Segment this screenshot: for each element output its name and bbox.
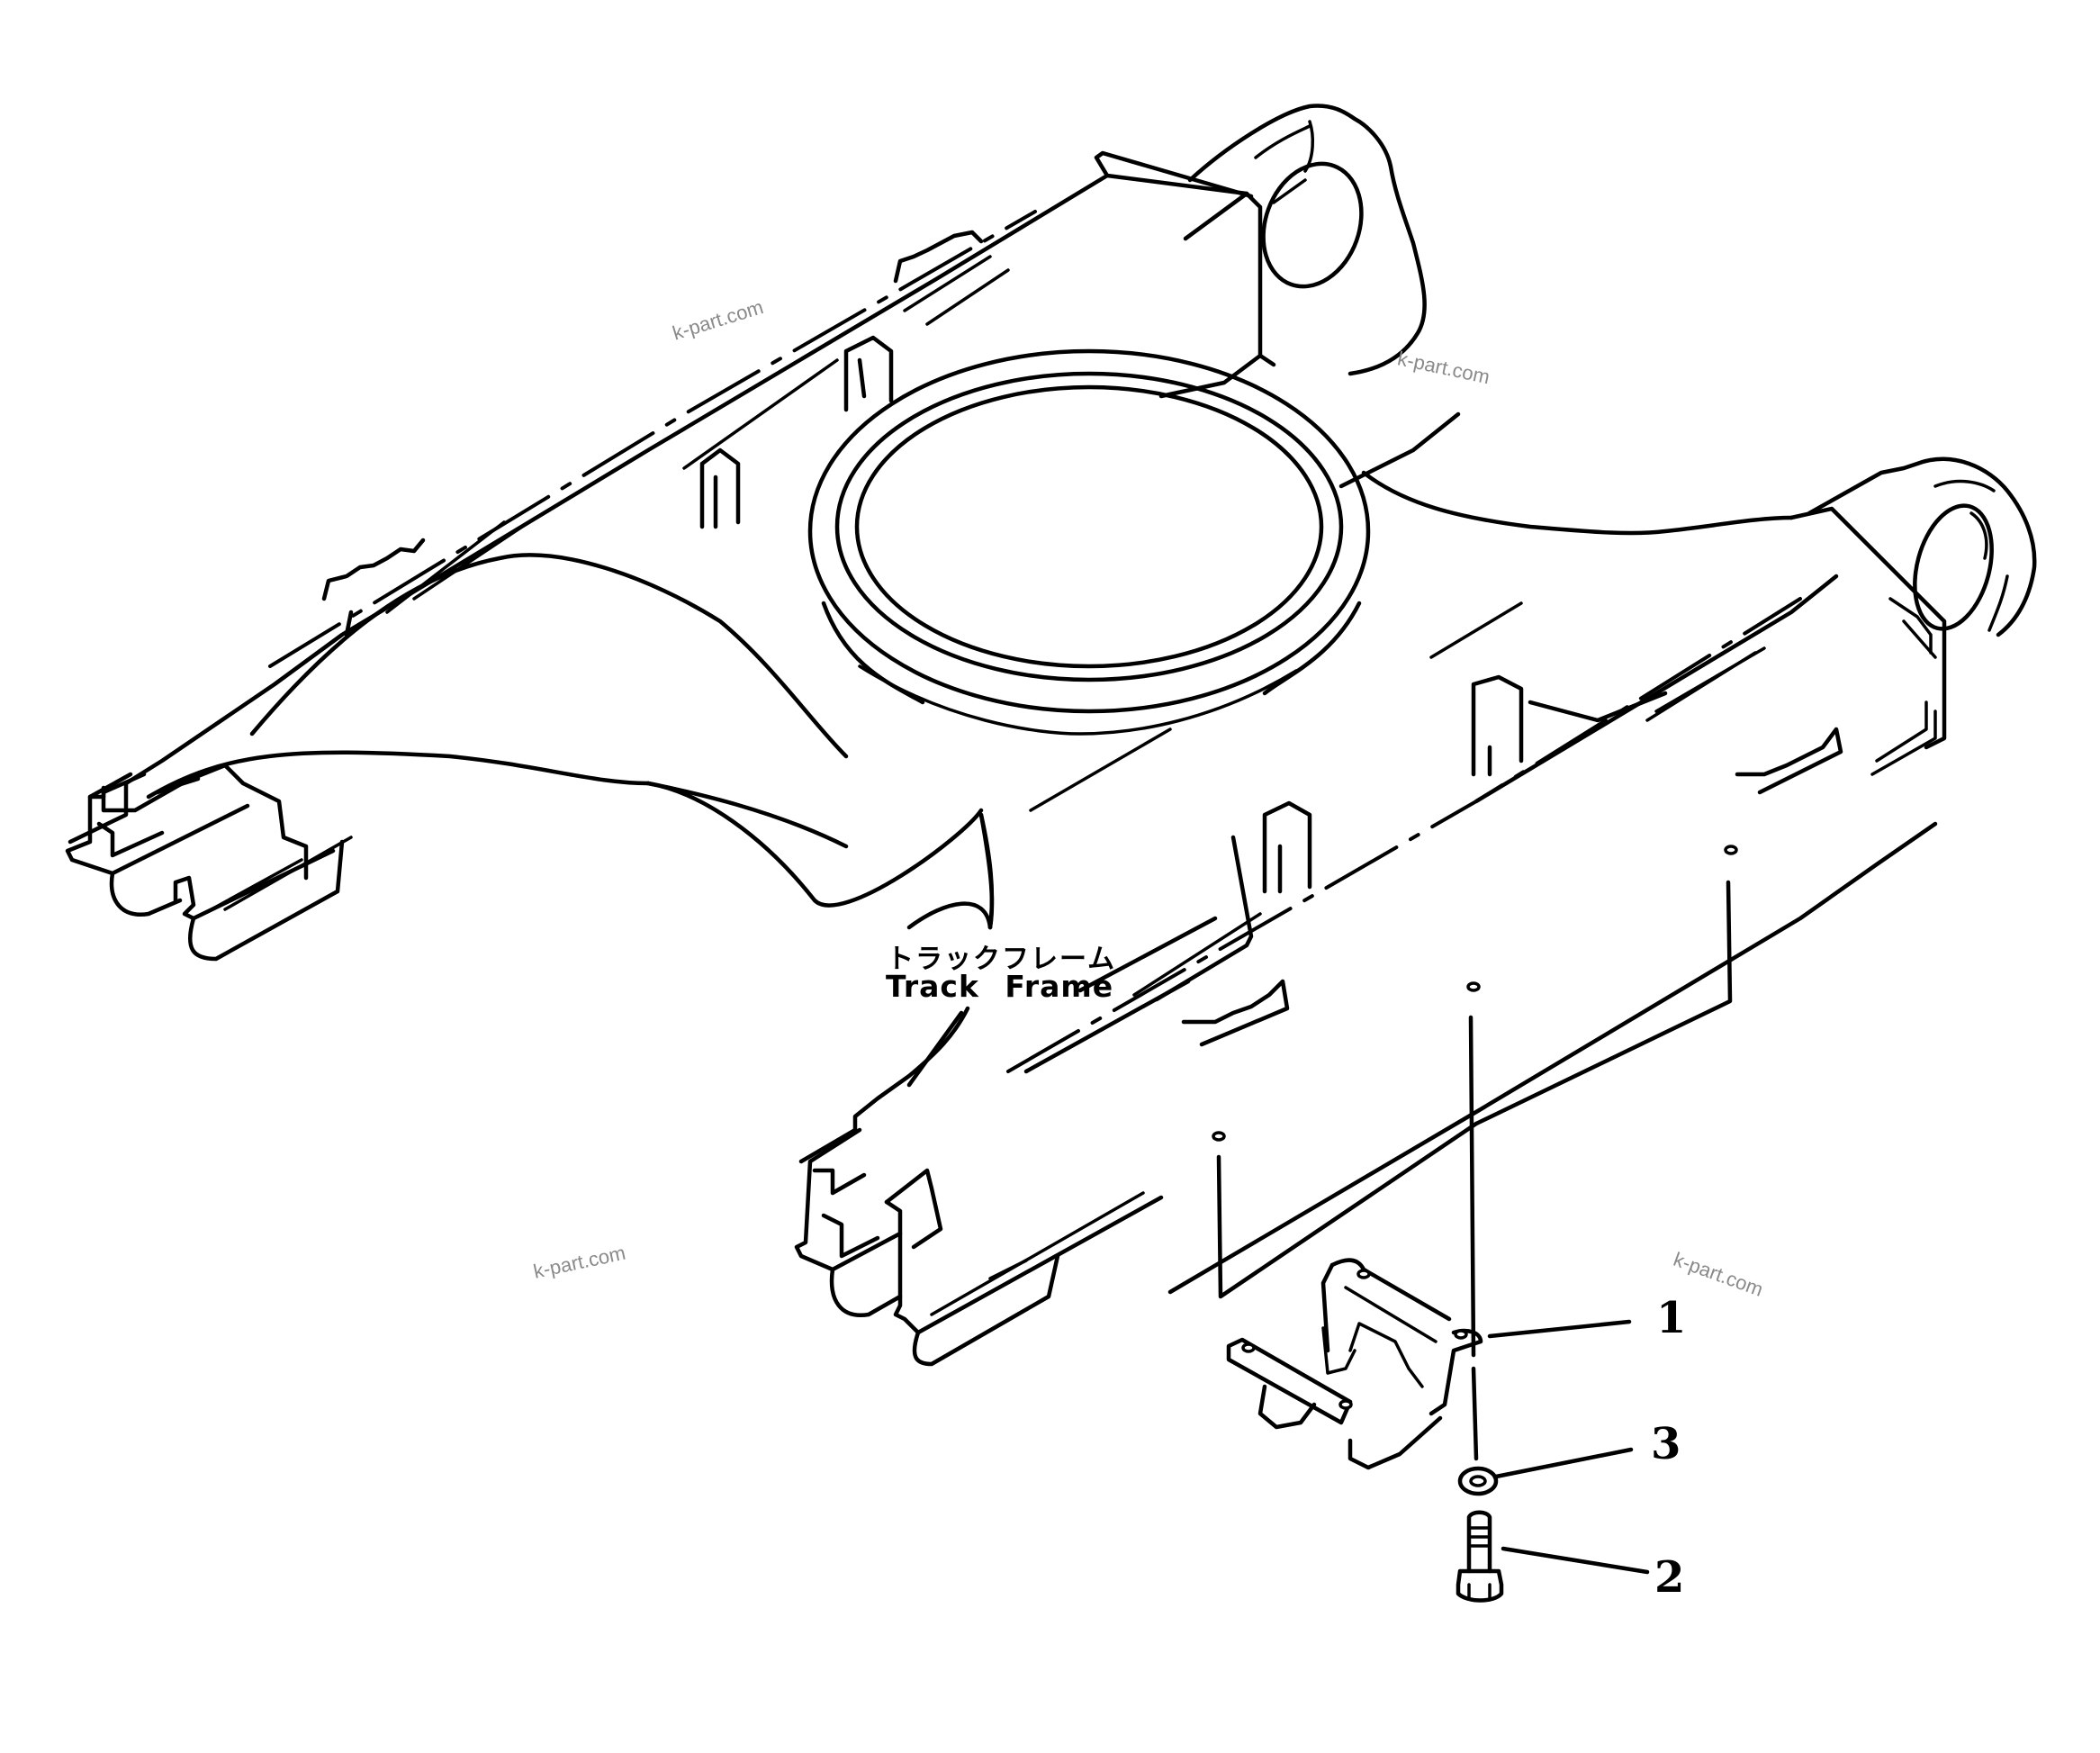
mount-hole: [1466, 981, 1481, 992]
callout-3-leader: [1493, 1447, 1634, 1479]
part-1-bracket: [1226, 1258, 1483, 1470]
assembly-axis-line-lower: [1471, 1366, 1479, 1461]
rear-frame-end: [65, 763, 353, 962]
part-3-washer: [1457, 1466, 1499, 1496]
track-frame-label-jp: トラックフレーム: [887, 944, 1117, 975]
callout-1: 1: [1656, 1293, 1687, 1343]
mount-hole: [1212, 1131, 1226, 1142]
assembly-axis-line: [1468, 1015, 1476, 1358]
callout-1-leader: [1487, 1319, 1632, 1339]
track-frame-label-en: Track Frame: [886, 969, 1114, 1004]
track-frame-body: [68, 104, 2037, 1295]
part-2-bolt: [1456, 1510, 1504, 1603]
mounting-surface: [1212, 845, 1738, 1299]
callout-2-leader: [1501, 1546, 1650, 1575]
front-frame-end: [794, 1127, 1164, 1367]
mount-hole: [1724, 845, 1738, 855]
callout-3: 3: [1651, 1419, 1681, 1469]
roller-posts: [321, 230, 1843, 1047]
callout-2: 2: [1654, 1552, 1685, 1603]
swing-circle-ring: [807, 348, 1371, 736]
label-leader-lower: [906, 1010, 964, 1088]
label-leader-upper: [978, 812, 995, 930]
